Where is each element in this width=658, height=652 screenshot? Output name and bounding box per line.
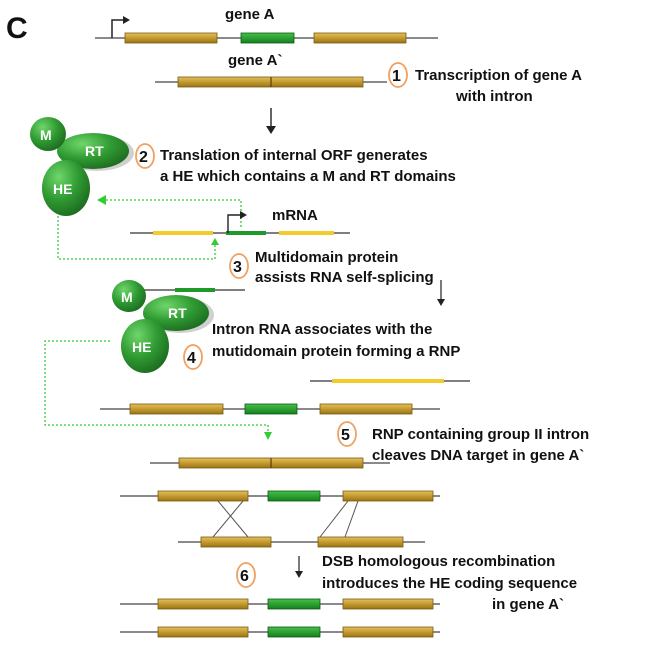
step-2-line2: a HE which contains a M and RT domains bbox=[160, 168, 456, 185]
step-5-number: 5 bbox=[341, 427, 350, 444]
multidomain-protein-1: M RT HE bbox=[30, 117, 134, 216]
m-domain-label: M bbox=[40, 127, 52, 143]
exon-block bbox=[124, 32, 218, 44]
step-3-marker bbox=[229, 253, 249, 279]
rt-domain bbox=[143, 295, 209, 331]
step-3-line2: assists RNA self-splicing bbox=[255, 269, 434, 286]
he-domain-label: HE bbox=[132, 339, 151, 355]
step-5-marker bbox=[337, 421, 357, 447]
step-6-line1: DSB homologous recombination bbox=[322, 553, 555, 570]
he-domain bbox=[121, 319, 169, 373]
step-5-line1: RNP containing group II intron bbox=[372, 426, 589, 443]
rt-domain-label: RT bbox=[85, 143, 104, 159]
promoter-arrow-icon bbox=[111, 19, 125, 38]
gene-a-prime-target bbox=[150, 457, 390, 469]
step-6-line2: introduces the HE coding sequence bbox=[322, 575, 577, 592]
gene-a: gene A bbox=[95, 6, 438, 44]
step-2-line1: Translation of internal ORF generates bbox=[160, 147, 428, 164]
step-4-marker bbox=[183, 344, 203, 370]
recombination-top bbox=[120, 490, 440, 502]
step-6-number: 6 bbox=[240, 568, 249, 585]
mrna-label: mRNA bbox=[272, 207, 318, 224]
he-domain-label: HE bbox=[53, 181, 72, 197]
intron-rna bbox=[332, 379, 444, 383]
step-6-line3: in gene A` bbox=[492, 596, 564, 613]
promoter-arrow-icon bbox=[227, 214, 242, 233]
he-orf-block bbox=[240, 32, 295, 44]
exon-block bbox=[313, 32, 407, 44]
step-3-number: 3 bbox=[233, 259, 242, 276]
step-4-line1: Intron RNA associates with the bbox=[212, 321, 432, 338]
multidomain-protein-2: M RT HE bbox=[112, 280, 245, 373]
rt-domain-label: RT bbox=[168, 305, 187, 321]
mrna: mRNA bbox=[130, 207, 350, 235]
step-1-line2: with intron bbox=[455, 88, 533, 105]
crossover-lines bbox=[212, 500, 359, 538]
step-5-line2: cleaves DNA target in gene A` bbox=[372, 447, 584, 464]
gene-a-prime-label: gene A` bbox=[228, 52, 282, 69]
m-domain bbox=[30, 117, 66, 151]
step-2-number: 2 bbox=[139, 149, 148, 166]
step-4-line2: mutidomain protein forming a RNP bbox=[212, 343, 460, 360]
step-6-marker bbox=[236, 562, 256, 588]
final-gene-2 bbox=[120, 626, 440, 638]
gene-a-prime: gene A` bbox=[155, 52, 387, 88]
m-domain-label: M bbox=[121, 289, 133, 305]
step-4-number: 4 bbox=[187, 350, 196, 367]
gene-a-copy bbox=[100, 403, 440, 415]
gene-a-label: gene A bbox=[225, 6, 275, 23]
step-1-line1: Transcription of gene A bbox=[415, 67, 582, 84]
step-1-number: 1 bbox=[392, 68, 401, 85]
he-domain bbox=[42, 160, 90, 216]
rt-domain bbox=[57, 133, 129, 169]
step-2-marker bbox=[135, 143, 155, 169]
panel-letter: C bbox=[6, 12, 28, 45]
step-1-marker bbox=[388, 62, 408, 88]
m-domain bbox=[112, 280, 146, 312]
final-gene-1 bbox=[120, 598, 440, 610]
recombination-bottom bbox=[178, 536, 425, 548]
step-3-line1: Multidomain protein bbox=[255, 249, 398, 266]
